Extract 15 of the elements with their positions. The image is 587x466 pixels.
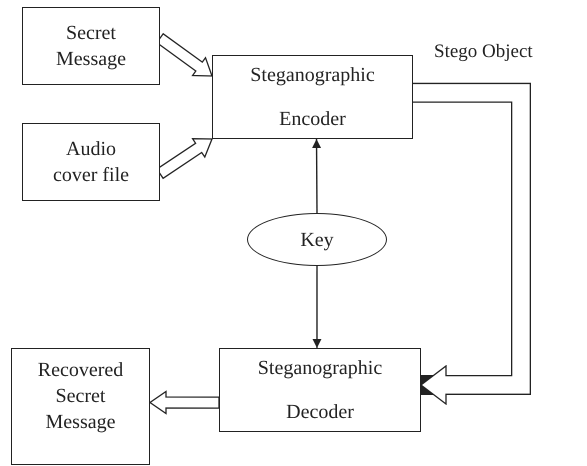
process-box	[22, 123, 160, 201]
process-box	[22, 7, 160, 85]
node-label: Audio cover file	[52, 137, 130, 188]
arrow	[312, 139, 322, 213]
hollow-arrow	[148, 390, 220, 415]
node-label: Key	[300, 228, 334, 252]
process-box	[219, 348, 421, 432]
node-label: Recovered Secret Message	[36, 358, 124, 435]
hollow-arrow	[413, 82, 531, 405]
process-box	[11, 348, 150, 465]
node-label: Steganographic Decoder	[256, 356, 384, 425]
node-label: Steganographic Encoder	[249, 63, 376, 132]
node-label: Secret Message	[55, 21, 127, 72]
arrow	[312, 266, 322, 348]
process-box	[212, 55, 413, 139]
